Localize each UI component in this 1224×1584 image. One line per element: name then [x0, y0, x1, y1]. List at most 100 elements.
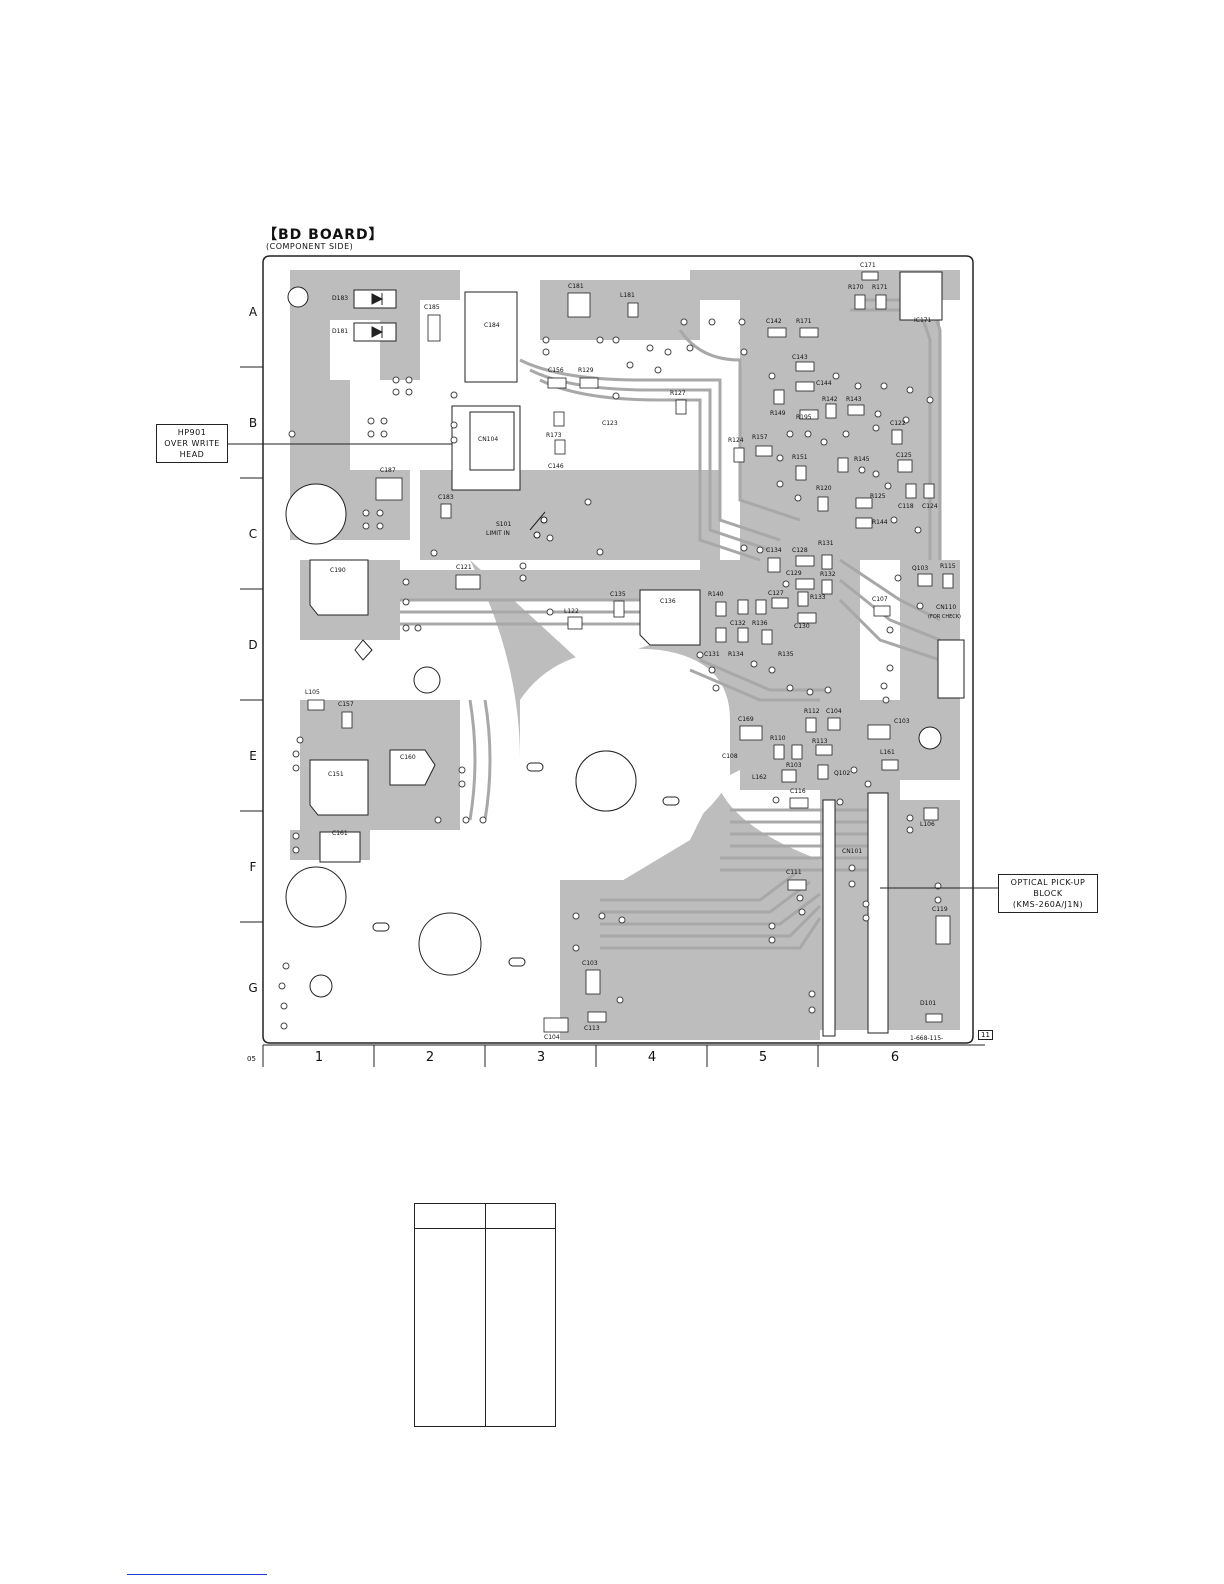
component-label: R120 — [816, 485, 832, 492]
component-label: R132 — [820, 571, 836, 578]
row-label-f: F — [249, 860, 257, 874]
component-label: C146 — [548, 463, 564, 470]
component-label: C113 — [584, 1025, 600, 1032]
component-label: R171 — [796, 318, 812, 325]
component-label: L181 — [620, 292, 635, 299]
row-label-a: A — [248, 305, 258, 319]
component-label: C132 — [730, 620, 746, 627]
component-label: C136 — [660, 598, 676, 605]
component-label: C183 — [438, 494, 454, 501]
component-label: C125 — [896, 452, 912, 459]
board-subtitle: (COMPONENT SIDE) — [266, 242, 354, 251]
component-label: C161 — [332, 830, 348, 837]
cn110-label: CN110 — [936, 604, 957, 611]
col-label-6: 6 — [890, 1050, 900, 1065]
component-label: D183 — [332, 295, 349, 302]
cn104-label: CN104 — [478, 436, 499, 443]
component-label: R124 — [728, 437, 744, 444]
component-label: C181 — [568, 283, 584, 290]
component-label: D181 — [332, 328, 349, 335]
component-label: L106 — [920, 821, 935, 828]
component-label: L162 — [752, 774, 767, 781]
hp901-line-1: HP901 — [177, 428, 207, 437]
hp901-callout: HP901 OVER WRITE HEAD — [156, 424, 228, 463]
component-label: C119 — [932, 906, 948, 913]
component-label: C108 — [722, 753, 738, 760]
col-label-3: 3 — [536, 1050, 546, 1065]
component-label: D101 — [920, 1000, 937, 1007]
component-label: R127 — [670, 390, 686, 397]
parts-location-table — [414, 1203, 556, 1427]
component-label: C121 — [456, 564, 472, 571]
optical-line-3: (KMS-260A/J1N) — [1012, 900, 1084, 909]
component-label: C160 — [400, 754, 416, 761]
board-title: 【BD BOARD】 — [263, 227, 384, 243]
component-label: R135 — [778, 651, 794, 658]
optical-line-2: BLOCK — [1033, 889, 1063, 898]
s101-note: LIMIT IN — [486, 530, 510, 537]
component-label: C131 — [704, 651, 720, 658]
component-label: R125 — [870, 493, 886, 500]
component-label: C144 — [816, 380, 832, 387]
component-label: R136 — [752, 620, 768, 627]
col-label-2: 2 — [425, 1050, 435, 1065]
component-label: R113 — [812, 738, 828, 745]
component-label: C123 — [602, 420, 618, 427]
component-label: C107 — [872, 596, 888, 603]
component-label: C124 — [922, 503, 938, 510]
component-label: R133 — [810, 594, 826, 601]
footer-link-underline[interactable] — [127, 1574, 267, 1575]
component-label: C171 — [860, 262, 876, 269]
component-label: R140 — [708, 591, 724, 598]
component-label: C142 — [766, 318, 782, 325]
component-label: C129 — [786, 570, 802, 577]
component-label: R110 — [770, 735, 786, 742]
component-label: C143 — [792, 354, 808, 361]
component-label: L122 — [564, 608, 579, 615]
component-label: Q103 — [912, 565, 929, 572]
col-label-1: 1 — [314, 1050, 324, 1065]
component-label: C103 — [582, 960, 598, 967]
row-label-c: C — [248, 527, 258, 541]
component-label: C122 — [890, 420, 906, 427]
component-label: C127 — [768, 590, 784, 597]
row-label-b: B — [248, 416, 258, 430]
component-label: R157 — [752, 434, 768, 441]
row-label-d: D — [248, 638, 258, 652]
component-label: L105 — [305, 689, 320, 696]
component-label: C116 — [790, 788, 806, 795]
component-label: C104 — [826, 708, 842, 715]
component-label: R173 — [546, 432, 562, 439]
table-column-divider — [485, 1204, 486, 1426]
component-label: R134 — [728, 651, 744, 658]
component-label: R103 — [786, 762, 802, 769]
component-label: L161 — [880, 749, 895, 756]
component-label: C185 — [424, 304, 440, 311]
component-label: C128 — [792, 547, 808, 554]
component-label: C103 — [894, 718, 910, 725]
row-label-e: E — [249, 749, 257, 763]
s101-label: S101 — [496, 521, 512, 528]
component-label: C184 — [484, 322, 500, 329]
component-label: IC171 — [914, 317, 932, 324]
component-label: R131 — [818, 540, 834, 547]
component-label: C190 — [330, 567, 346, 574]
component-label: C111 — [786, 869, 802, 876]
component-label: R171 — [872, 284, 888, 291]
component-label: C187 — [380, 467, 396, 474]
cn101-label: CN101 — [842, 848, 863, 855]
col-label-5: 5 — [758, 1050, 768, 1065]
component-label: C134 — [766, 547, 782, 554]
component-label: R112 — [804, 708, 820, 715]
row-label-g: G — [248, 981, 258, 995]
component-label: R149 — [770, 410, 786, 417]
component-label: R195 — [796, 414, 812, 421]
optical-pickup-callout: OPTICAL PICK-UP BLOCK (KMS-260A/J1N) — [998, 874, 1098, 913]
optical-line-1: OPTICAL PICK-UP — [1010, 878, 1086, 887]
part-number: 1-668-115- — [910, 1035, 944, 1042]
component-label: C157 — [338, 701, 354, 708]
component-label: R170 — [848, 284, 864, 291]
component-label: C151 — [328, 771, 344, 778]
col-label-4: 4 — [647, 1050, 657, 1065]
